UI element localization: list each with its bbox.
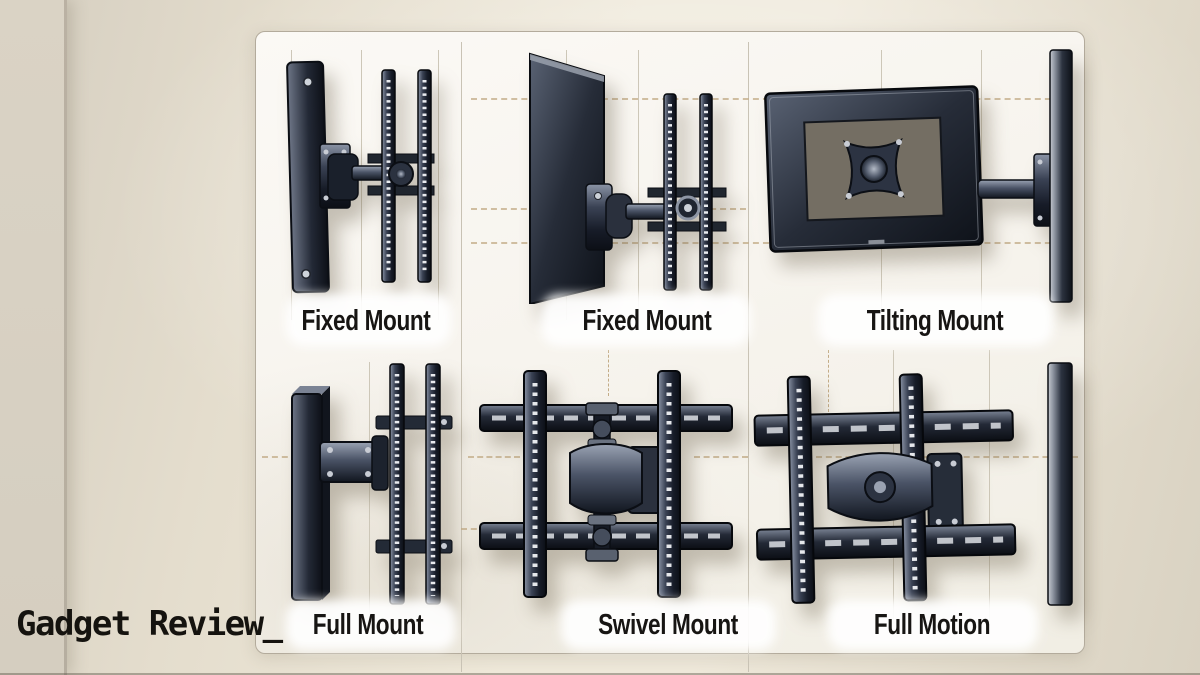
label-highlight-patch bbox=[286, 600, 456, 650]
full-mount-illustration bbox=[264, 354, 464, 612]
label-highlight-patch bbox=[818, 294, 1053, 346]
mount-label-fixed-2: Fixed Mount bbox=[582, 305, 712, 337]
fixed-mount-arm-illustration bbox=[264, 46, 464, 304]
label-highlight-patch bbox=[561, 600, 776, 650]
bottom-edge-line bbox=[0, 673, 1200, 675]
mount-label-swivel: Swivel Mount bbox=[598, 609, 738, 641]
label-highlight-patch bbox=[286, 294, 451, 346]
swivel-mount-illustration bbox=[466, 357, 746, 609]
mount-label-full-motion: Full Motion bbox=[873, 609, 991, 641]
mount-label-full-mount: Full Mount bbox=[312, 609, 424, 641]
full-motion-illustration bbox=[750, 357, 1086, 609]
wall-edge-strip bbox=[0, 0, 67, 675]
column-divider bbox=[461, 42, 462, 672]
label-highlight-patch bbox=[828, 600, 1038, 650]
illustration-panel: Fixed Mount Fixed Mount Tilting Mount Fu… bbox=[255, 31, 1086, 672]
gadget-review-logo: Gadget Review_ bbox=[16, 604, 283, 644]
fixed-mount-panel-illustration bbox=[468, 46, 748, 304]
column-divider bbox=[748, 42, 749, 672]
label-highlight-patch bbox=[541, 294, 751, 346]
tilting-mount-illustration bbox=[754, 42, 1084, 304]
mount-label-fixed-1: Fixed Mount bbox=[301, 305, 431, 337]
mount-label-tilting: Tilting Mount bbox=[866, 305, 1004, 337]
